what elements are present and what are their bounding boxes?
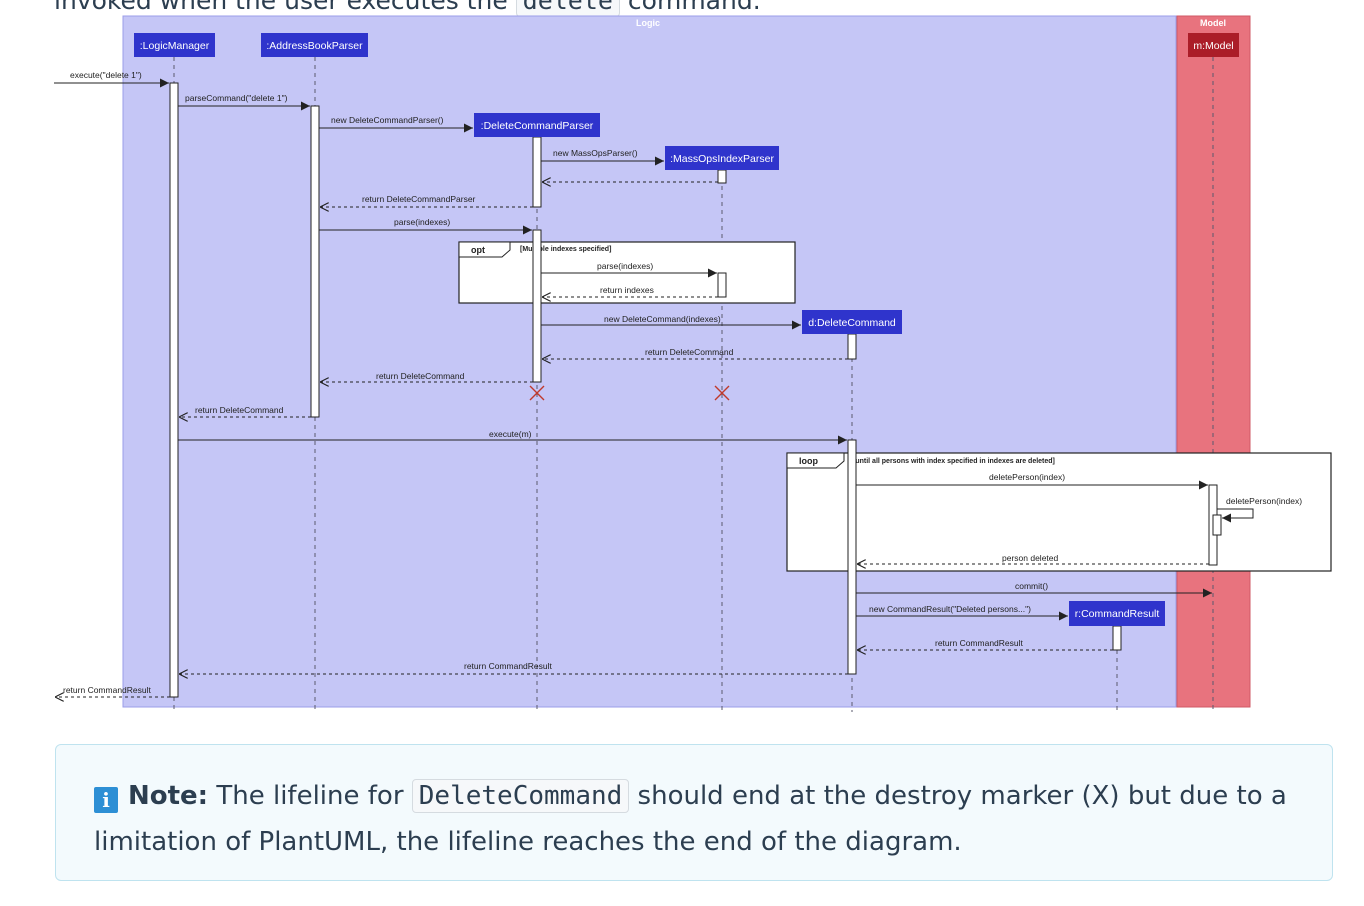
- note-label: Note:: [128, 781, 209, 811]
- info-icon: i: [94, 787, 118, 813]
- participant-address-book-parser-label: :AddressBookParser: [266, 40, 363, 52]
- message-label-return-delete-command-1: return DeleteCommand: [645, 347, 734, 357]
- participant-command-result: r:CommandResult: [1069, 601, 1165, 626]
- loop-fragment-guard: [until all persons with index specified …: [853, 458, 1055, 465]
- participant-mass-ops-index-parser-label: :MassOpsIndexParser: [670, 153, 774, 165]
- message-label-person-deleted: person deleted: [1002, 553, 1059, 563]
- participant-address-book-parser: :AddressBookParser: [261, 33, 368, 57]
- activation-delete-command-parser-2: [532, 229, 542, 383]
- participant-model: m:Model: [1188, 33, 1239, 57]
- message-label-commit: commit(): [1015, 581, 1048, 591]
- message-label-return-delete-command-3: return DeleteCommand: [195, 405, 284, 415]
- activation-mass-ops-index-parser-1: [717, 169, 727, 184]
- message-label-return-indexes: return indexes: [600, 285, 654, 295]
- message-label-new-delete-command: new DeleteCommand(indexes): [604, 314, 721, 324]
- opt-fragment-guard: [Multiple indexes specified]: [520, 246, 611, 253]
- destroy-marker-mass-ops-index-parser: [714, 385, 730, 401]
- note-text-before: The lifeline for: [216, 781, 404, 811]
- logic-box: [122, 15, 1177, 708]
- message-line-delete-person-self: [1217, 508, 1254, 523]
- participant-delete-command-parser-label: :DeleteCommandParser: [481, 120, 594, 132]
- intro-text-after: command.: [627, 0, 761, 15]
- activation-logic-manager: [169, 82, 179, 698]
- message-label-parse-indexes-2: parse(indexes): [597, 261, 653, 271]
- opt-fragment: opt [Multiple indexes specified]: [458, 241, 796, 304]
- intro-text: invoked when the user executes the delet…: [54, 0, 761, 17]
- participant-delete-command-parser: :DeleteCommandParser: [474, 113, 600, 137]
- activation-address-book-parser: [310, 105, 320, 418]
- opt-fragment-keyword: opt: [471, 245, 485, 255]
- loop-fragment: loop [until all persons with index speci…: [786, 452, 1332, 572]
- message-label-execute-delete: execute("delete 1"): [70, 70, 142, 80]
- note-text-after: should end at the destroy marker (X) but…: [94, 781, 1287, 857]
- message-label-return-command-result-3: return CommandResult: [63, 685, 152, 695]
- note-code: DeleteCommand: [411, 779, 630, 813]
- sequence-diagram: Logic Model opt [Multiple indexes specif…: [54, 15, 1332, 712]
- message-label-delete-person-self: deletePerson(index): [1226, 496, 1302, 506]
- message-label-return-delete-command-2: return DeleteCommand: [376, 371, 465, 381]
- message-label-parse-indexes: parse(indexes): [394, 217, 450, 227]
- activation-command-result: [1112, 625, 1122, 651]
- model-box-title: Model: [1200, 18, 1226, 28]
- loop-fragment-keyword: loop: [799, 456, 818, 466]
- intro-text-before: invoked when the user executes the: [54, 0, 508, 15]
- activation-model-2: [1212, 514, 1222, 536]
- destroy-marker-delete-command-parser: [529, 385, 545, 401]
- participant-delete-command-label: d:DeleteCommand: [808, 317, 896, 329]
- message-label-new-command-result: new CommandResult("Deleted persons..."): [869, 604, 1031, 614]
- activation-delete-command-parser-1: [532, 136, 542, 208]
- message-label-new-mass-ops-parser: new MassOpsParser(): [553, 148, 638, 158]
- activation-delete-command-1: [847, 333, 857, 360]
- participant-mass-ops-index-parser: :MassOpsIndexParser: [665, 146, 779, 170]
- note-callout: i Note: The lifeline for DeleteCommand sh…: [55, 744, 1333, 881]
- message-label-return-delete-command-parser: return DeleteCommandParser: [362, 194, 476, 204]
- participant-logic-manager: :LogicManager: [134, 33, 215, 57]
- message-label-return-command-result-2: return CommandResult: [464, 661, 553, 671]
- message-label-new-delete-command-parser: new DeleteCommandParser(): [331, 115, 444, 125]
- message-label-execute-m: execute(m): [489, 429, 532, 439]
- message-label-parse-command: parseCommand("delete 1"): [185, 93, 288, 103]
- logic-box-title: Logic: [636, 18, 660, 28]
- participant-logic-manager-label: :LogicManager: [140, 40, 210, 52]
- activation-mass-ops-index-parser-2: [717, 272, 727, 298]
- activation-delete-command-2: [847, 439, 857, 675]
- participant-model-label: m:Model: [1193, 40, 1233, 52]
- participant-command-result-label: r:CommandResult: [1075, 608, 1160, 620]
- intro-code: delete: [515, 0, 620, 17]
- message-label-delete-person: deletePerson(index): [989, 472, 1065, 482]
- participant-delete-command: d:DeleteCommand: [802, 310, 902, 334]
- message-label-return-command-result-1: return CommandResult: [935, 638, 1024, 648]
